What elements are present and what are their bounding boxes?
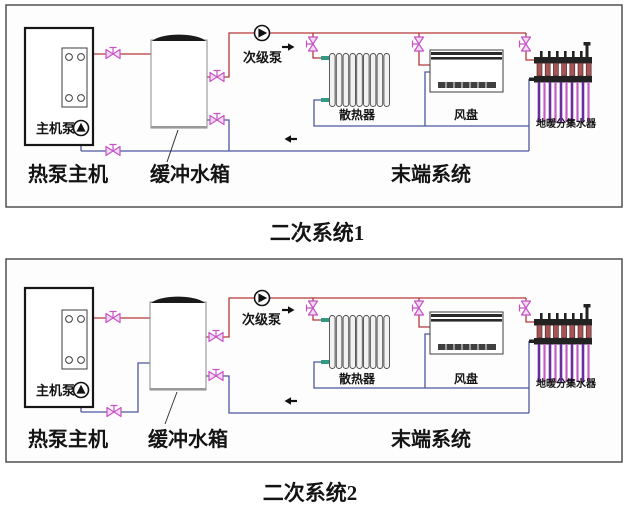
system1-floor-heating-manifold: 地暖分集水器: [529, 42, 597, 130]
air-vent-icon: [583, 304, 591, 308]
floor-loop-pipes: [537, 344, 590, 382]
supply-manifold-bar: [534, 57, 592, 64]
fan-coil-grille: [438, 82, 496, 88]
supply-manifold-bar: [534, 319, 592, 326]
system2-fan-coil: 风盘: [429, 311, 504, 386]
system2-radiator: 散热器: [321, 315, 390, 386]
secondary-pump-icon: [253, 24, 271, 42]
manifold-label: 地暖分集水器: [536, 377, 597, 390]
terminal-system-label: 末端系统: [391, 162, 471, 186]
return-manifold-bar: [534, 76, 592, 83]
system2-title: 二次系统2: [263, 481, 358, 505]
main-pump-icon: [72, 381, 90, 399]
system2-buffer-tank: [149, 296, 207, 391]
return-manifold-bar: [534, 338, 592, 345]
system1-buffer-tank: [150, 34, 208, 129]
secondary-pump-icon: [253, 289, 271, 307]
tank-callout-line: [164, 391, 178, 425]
air-vent-icon: [583, 42, 591, 46]
radiator-label: 散热器: [339, 371, 376, 386]
heat-pump-unit-label: 热泵主机: [28, 162, 108, 186]
secondary-pump-label: 次级泵: [243, 50, 282, 65]
manifold-label: 地暖分集水器: [536, 117, 597, 130]
system1-fan-coil: 风盘: [429, 49, 504, 122]
system1-radiator: 散热器: [321, 53, 390, 122]
system1-title: 二次系统1: [270, 221, 365, 245]
system2-heat-pump-unit: 主机泵: [23, 286, 95, 409]
tank-callout-line: [166, 129, 179, 163]
system2-diagram: 主机泵 次级泵 散热器 风盘 地暖分集水器: [5, 258, 623, 505]
main-pump-icon: [72, 119, 90, 137]
system2-border: [5, 258, 623, 463]
fan-coil-label: 风盘: [454, 371, 478, 386]
system1-diagram: 主机泵 次级泵 散热器 风盘 地暖分集水器: [5, 4, 623, 245]
tank-cap: [152, 34, 206, 41]
buffer-tank-label: 缓冲水箱: [150, 162, 230, 186]
buffer-tank-label: 缓冲水箱: [148, 427, 228, 451]
heat-pump-unit-label: 热泵主机: [28, 427, 108, 451]
system2-floor-heating-manifold: 地暖分集水器: [529, 304, 597, 390]
radiator-label: 散热器: [339, 107, 376, 122]
main-pump-label: 主机泵: [36, 383, 75, 398]
secondary-pump-label: 次级泵: [242, 312, 281, 327]
system1-heat-pump-unit: 主机泵: [23, 26, 95, 147]
terminal-system-label: 末端系统: [391, 427, 471, 451]
fan-coil-grille: [438, 344, 496, 350]
floor-loop-pipes: [537, 82, 590, 122]
fan-coil-label: 风盘: [454, 107, 478, 122]
main-pump-label: 主机泵: [36, 121, 75, 136]
tank-cap: [151, 296, 205, 303]
